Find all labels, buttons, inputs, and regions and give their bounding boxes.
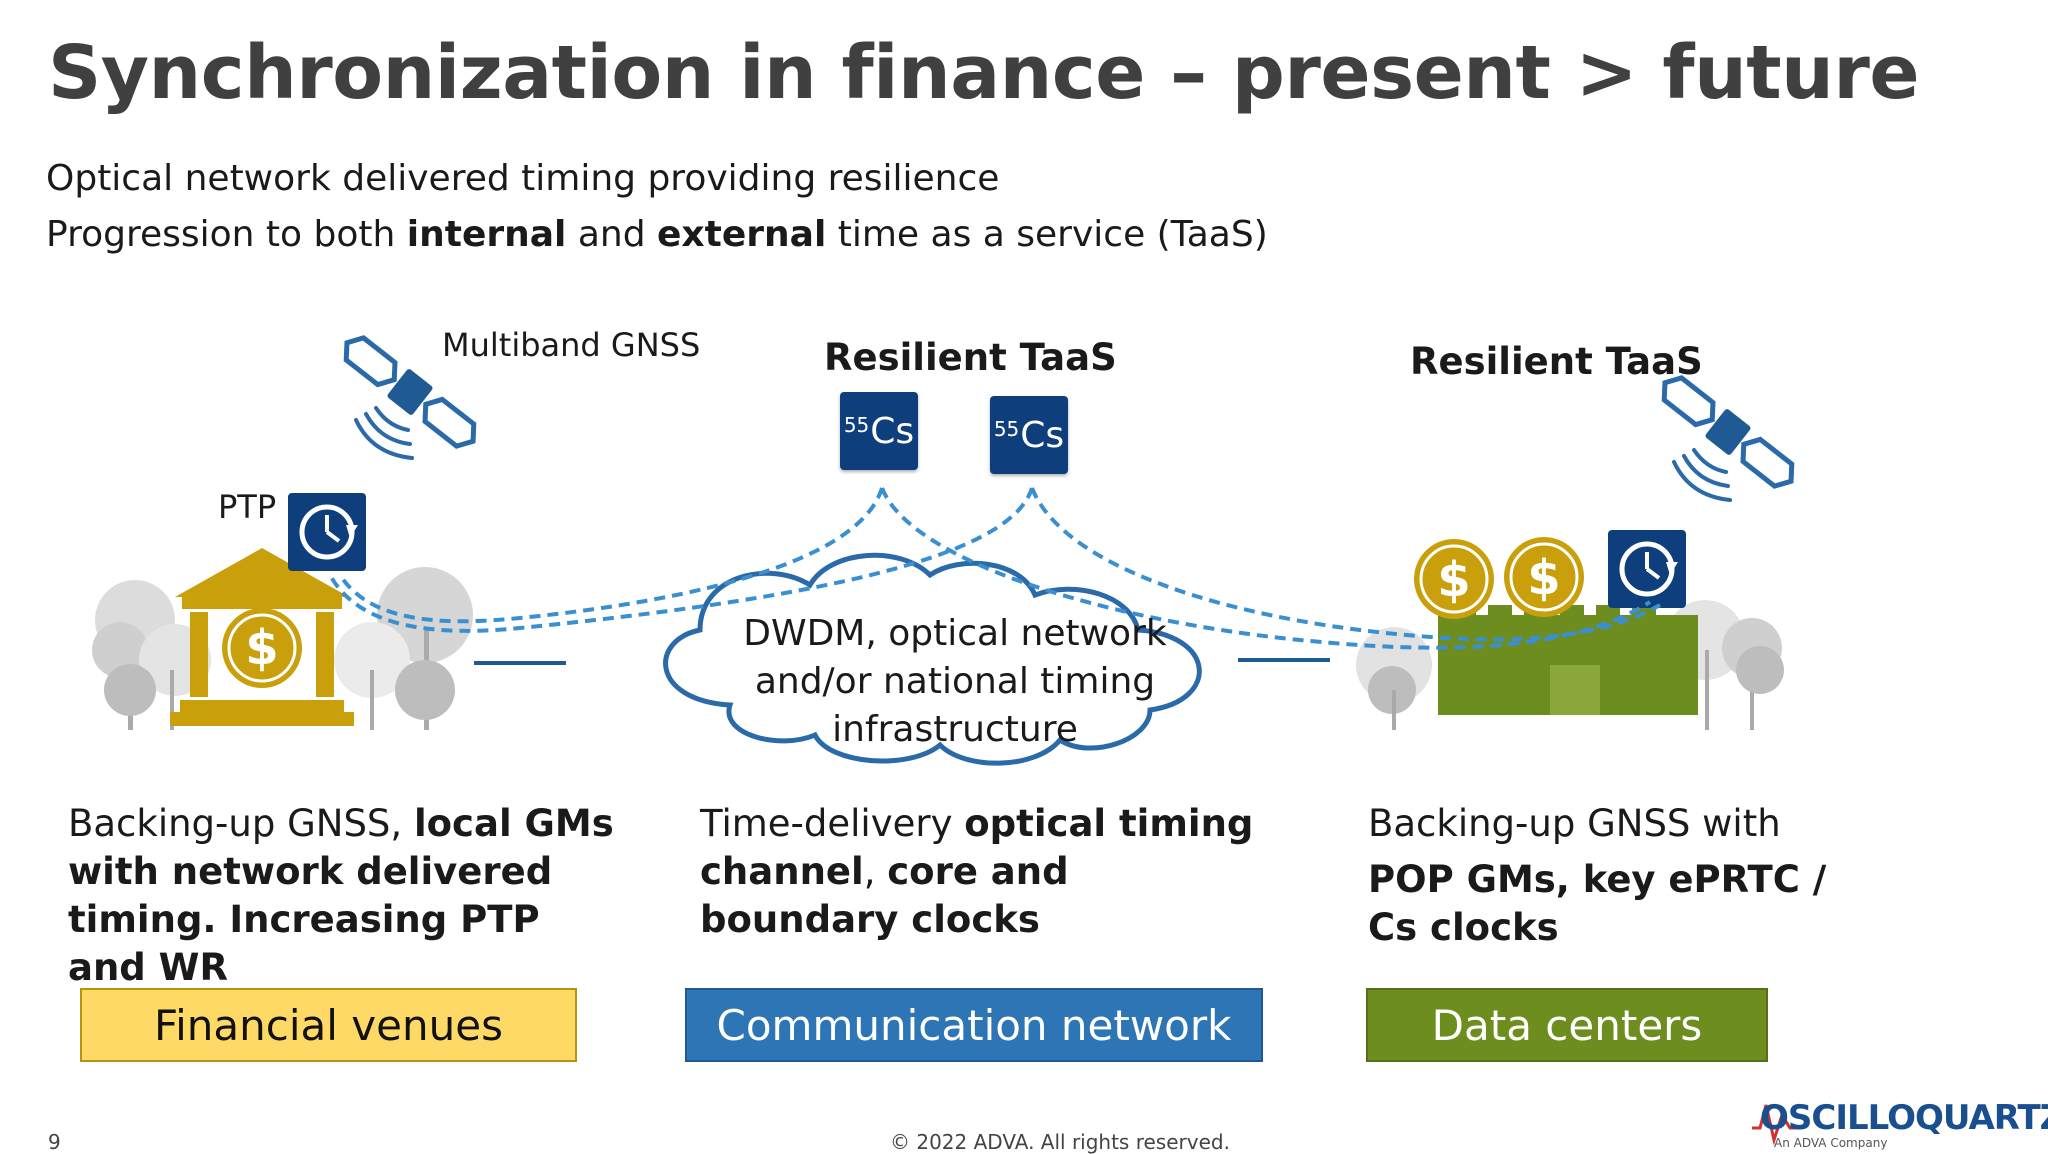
logo-wave-icon (1752, 1104, 1800, 1146)
description-communication-network: Time-delivery optical timing channel, co… (700, 800, 1260, 944)
trees-left (92, 567, 473, 730)
ptp-clock-icon (288, 493, 366, 571)
datacenter-building-icon (1438, 605, 1698, 715)
resilient-taas-center-heading: Resilient TaaS (824, 336, 1117, 379)
description-bold: optical timing channel (700, 802, 1254, 893)
cloud-label-line: infrastructure (832, 709, 1078, 750)
description-bold: local GMs with network delivered timing.… (68, 802, 614, 989)
bank-building-icon (170, 548, 354, 726)
network-cloud-shape (663, 552, 1202, 766)
cesium-isotope-number: 55 (843, 413, 870, 437)
signal-waves-icon-left (354, 406, 414, 460)
logo-tagline: An ADVA Company (1774, 1136, 1888, 1150)
cloud-label: DWDM, optical network and/or national ti… (730, 610, 1180, 754)
satellite-icon-right (1661, 375, 1795, 489)
subtitle-line-2: Progression to both internal and externa… (46, 214, 1268, 255)
bank-dollar-sign: $ (245, 620, 278, 676)
slide-title: Synchronization in finance – present > f… (48, 30, 1920, 116)
ptp-label: PTP (218, 488, 277, 526)
cesium-symbol: Cs (1020, 414, 1065, 456)
copyright: © 2022 ADVA. All rights reserved. (890, 1130, 1230, 1154)
coin-dollar-sign: $ (1437, 552, 1470, 608)
subtitle-line-1: Optical network delivered timing providi… (46, 158, 1000, 199)
description-bold: POP GMs, key ePRTC / Cs clocks (1368, 858, 1827, 949)
signal-waves-icon-right (1672, 448, 1732, 502)
multiband-gnss-label: Multiband GNSS (442, 326, 701, 364)
subtitle-bold-internal: internal (406, 214, 567, 255)
category-communication-network: Communication network (685, 988, 1263, 1062)
category-data-centers: Data centers (1366, 988, 1768, 1062)
cloud-label-line: DWDM, optical network (743, 613, 1167, 654)
cloud-label-line: and/or national timing (754, 661, 1156, 702)
subtitle-text: and (566, 214, 657, 255)
dollar-coin-icon-2 (1504, 537, 1584, 617)
subtitle-text: Progression to both (46, 214, 407, 255)
dashed-timing-paths (328, 487, 1661, 650)
cesium-isotope-number: 55 (993, 417, 1020, 441)
oscilloquartz-logo: OSCILLOQUARTZ (1760, 1098, 2048, 1138)
cesium-symbol: Cs (870, 410, 915, 452)
dollar-coin-icon-1 (1414, 539, 1494, 619)
category-financial-venues: Financial venues (80, 988, 577, 1062)
page-number: 9 (48, 1130, 61, 1154)
description-text: , (863, 850, 888, 893)
subtitle-text: time as a service (TaaS) (826, 214, 1268, 255)
satellite-icon-left (343, 335, 477, 449)
description-text: Backing-up GNSS with (1368, 802, 1781, 845)
description-financial-venues: Backing-up GNSS, local GMs with network … (68, 800, 628, 992)
subtitle-bold-external: external (657, 214, 827, 255)
description-bold: core and boundary clocks (700, 850, 1069, 941)
datacenter-clock-icon (1608, 530, 1686, 608)
description-text: Backing-up GNSS, (68, 802, 414, 845)
coin-dollar-sign: $ (1527, 550, 1560, 606)
resilient-taas-right-heading: Resilient TaaS (1410, 340, 1703, 383)
description-text: Time-delivery (700, 802, 965, 845)
